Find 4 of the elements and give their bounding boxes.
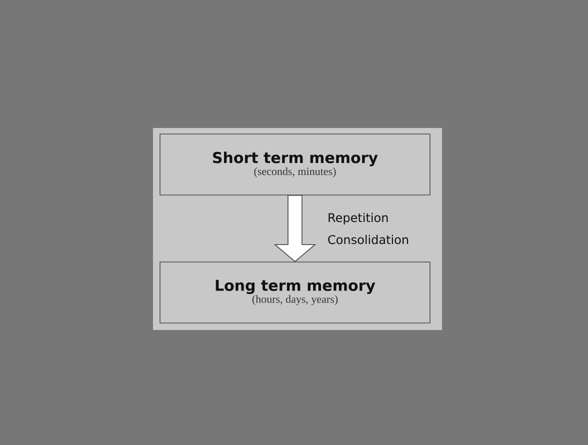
memory-box: Short term memory (seconds, minutes) bbox=[160, 134, 430, 196]
edge-label: Repetition Consolidation bbox=[328, 212, 408, 244]
block-arrow bbox=[274, 195, 316, 262]
memory-box: Long term memory (hours, days, years) bbox=[160, 262, 430, 324]
